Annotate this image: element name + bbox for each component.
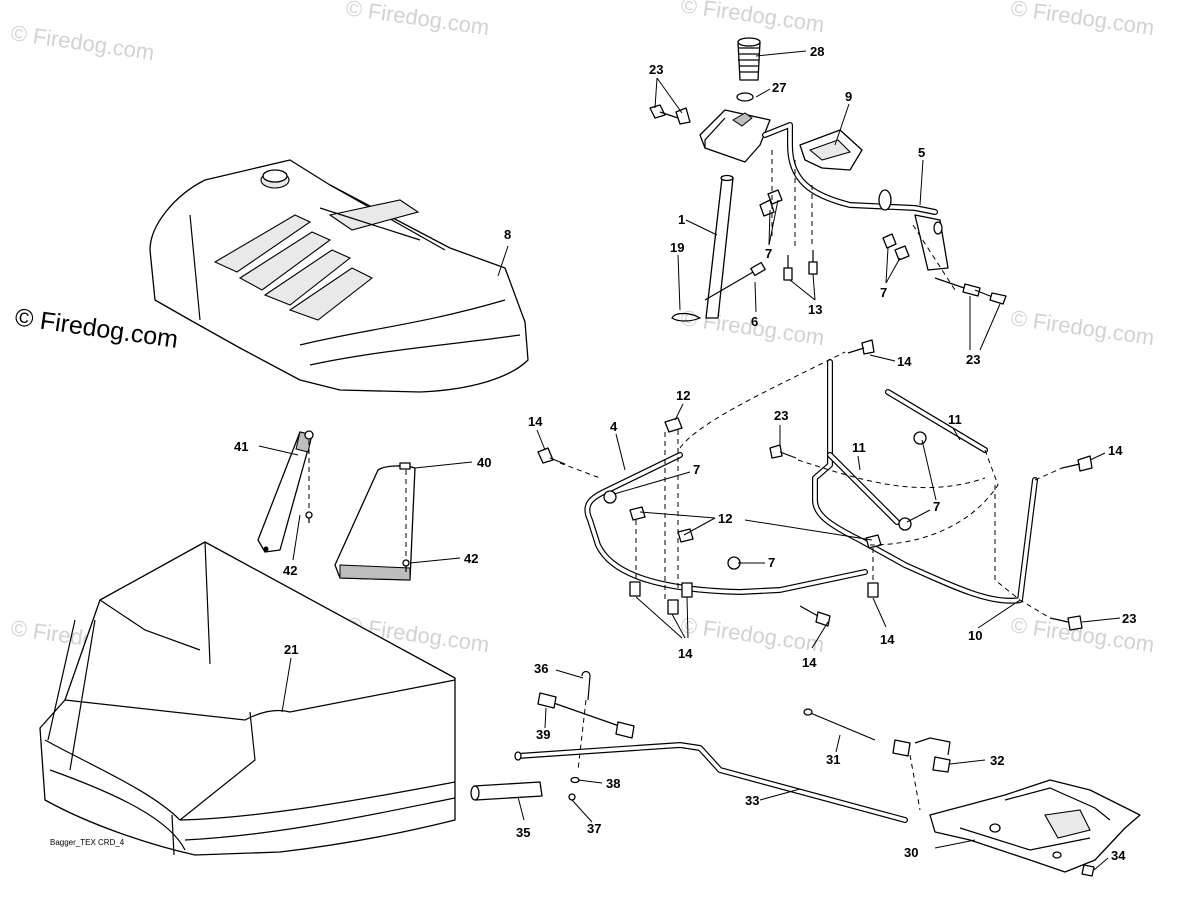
callout-28: 28 <box>810 44 824 59</box>
callout-40: 40 <box>477 455 491 470</box>
part-28-grip <box>737 37 761 81</box>
callout-38: 38 <box>606 776 620 791</box>
watermark-text: © Firedog.com <box>1009 305 1156 350</box>
callout-19: 19 <box>670 240 684 255</box>
callout-39: 39 <box>536 727 550 742</box>
callout-10: 10 <box>968 628 982 643</box>
callout-14: 14 <box>528 414 543 429</box>
callout-12: 12 <box>676 388 690 403</box>
callout-30: 30 <box>904 845 918 860</box>
callout-23: 23 <box>966 352 980 367</box>
callout-14: 14 <box>802 655 817 670</box>
callout-14: 14 <box>1108 443 1123 458</box>
callout-37: 37 <box>587 821 601 836</box>
watermark-text: © Firedog.com <box>9 20 156 65</box>
lower-assembly <box>470 670 1141 877</box>
part-27-ring <box>736 92 754 102</box>
callout-7: 7 <box>933 499 940 514</box>
callout-35: 35 <box>516 825 530 840</box>
part-21-bag <box>39 541 456 856</box>
watermark-text: © Firedog.com <box>1009 0 1156 40</box>
callout-21: 21 <box>284 642 298 657</box>
watermark-text: © Firedog.com <box>679 0 826 37</box>
callout-8: 8 <box>504 227 511 242</box>
callout-layer: 28 27 23 9 5 8 1 19 6 7 13 7 23 14 12 14… <box>234 44 1136 871</box>
callout-13: 13 <box>808 302 822 317</box>
callout-7: 7 <box>768 555 775 570</box>
callout-23: 23 <box>1122 611 1136 626</box>
callout-23: 23 <box>774 408 788 423</box>
callout-9: 9 <box>845 89 852 104</box>
callout-7: 7 <box>765 246 772 261</box>
callout-33: 33 <box>745 793 759 808</box>
callout-5: 5 <box>918 145 925 160</box>
watermark-text: © Firedog.com <box>679 612 826 657</box>
part-8-cover <box>149 159 529 393</box>
callout-42: 42 <box>283 563 297 578</box>
callout-11: 11 <box>852 440 866 455</box>
callout-34: 34 <box>1111 848 1126 863</box>
upper-handle-assembly <box>649 37 1007 322</box>
footer-code: Bagger_TEX CRD_4 <box>50 838 125 847</box>
callout-4: 4 <box>610 419 618 434</box>
part-40-plate <box>334 462 416 581</box>
part-41-plate <box>257 430 314 553</box>
callout-11: 11 <box>948 412 962 427</box>
callout-23: 23 <box>649 62 663 77</box>
callout-14: 14 <box>897 354 912 369</box>
callout-12: 12 <box>718 511 732 526</box>
watermark-text: © Firedog.com <box>344 0 491 40</box>
callout-14: 14 <box>880 632 895 647</box>
callout-27: 27 <box>772 80 786 95</box>
callout-14: 14 <box>678 646 693 661</box>
callout-32: 32 <box>990 753 1004 768</box>
callout-31: 31 <box>826 752 840 767</box>
callout-7: 7 <box>693 462 700 477</box>
callout-41: 41 <box>234 439 248 454</box>
callout-1: 1 <box>678 212 685 227</box>
handle-frame <box>537 339 1093 631</box>
callout-36: 36 <box>534 661 548 676</box>
callout-7: 7 <box>880 285 887 300</box>
callout-42: 42 <box>464 551 478 566</box>
watermark-main: © Firedog.com <box>13 303 180 354</box>
callout-6: 6 <box>751 314 758 329</box>
part-42-screws <box>305 440 410 572</box>
